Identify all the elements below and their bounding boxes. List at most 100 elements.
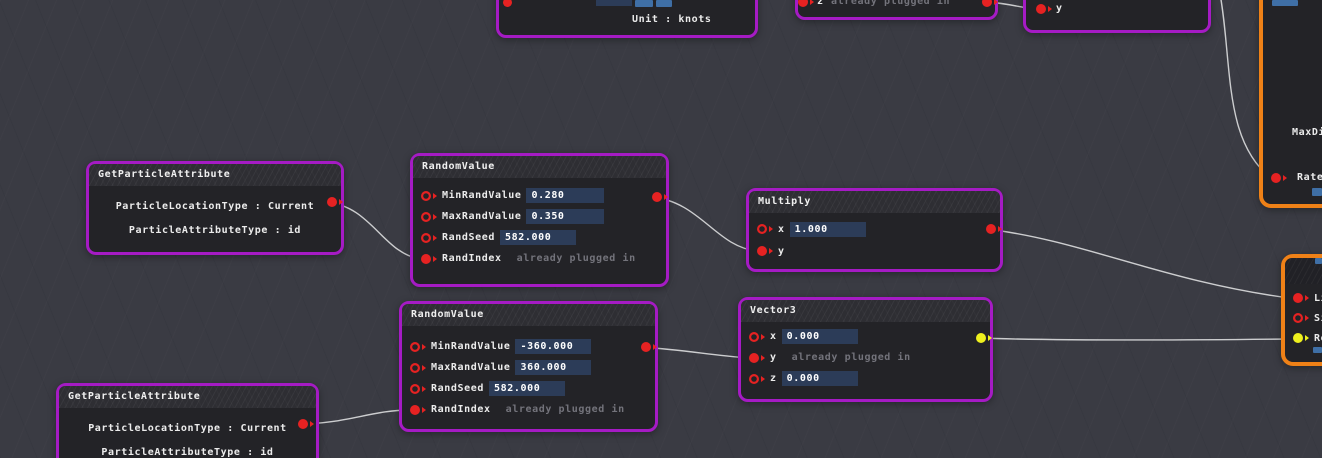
- button-fragment[interactable]: [1312, 188, 1322, 196]
- already-plugged-note: already plugged in: [516, 253, 636, 264]
- row-randseed: RandSeed 582.000: [413, 227, 666, 248]
- input-port-lifetime[interactable]: [1293, 293, 1309, 303]
- input-port-minrandvalue[interactable]: [410, 342, 426, 352]
- node-title[interactable]: RandomValue: [413, 156, 666, 178]
- input-port-x[interactable]: [757, 224, 773, 234]
- input-port-y[interactable]: [757, 246, 773, 256]
- row-x: x 1.000: [749, 218, 1000, 240]
- input-port-rotation[interactable]: [1293, 333, 1309, 343]
- node-randomvalue-top[interactable]: RandomValue MinRandValue 0.280 MaxRandVa…: [410, 153, 669, 287]
- node-emitter-top-partial[interactable]: MaxDis Rate: [1259, 0, 1322, 208]
- row-label: MaxRandValue: [431, 362, 511, 373]
- wire-multiply.output-to-emitter-bottom.Lif: [985, 228, 1290, 299]
- value-field[interactable]: 0.350: [526, 209, 605, 224]
- row-label: z: [770, 373, 777, 384]
- particle-attribute-type-row: ParticleAttributeType : id: [101, 447, 274, 458]
- input-port-z[interactable]: [798, 0, 814, 7]
- node-randomvalue-bottom[interactable]: RandomValue MinRandValue -360.000 MaxRan…: [399, 301, 658, 432]
- row-label: z: [817, 0, 824, 7]
- wire-vector3.output-to-emitter-bottom.Rot: [975, 337, 1290, 341]
- row-label: Lif: [1314, 292, 1322, 304]
- value-field[interactable]: 0.280: [526, 188, 605, 203]
- maxdistance-label: MaxDis: [1292, 127, 1322, 138]
- node-unit-partial[interactable]: Unit : knots: [496, 0, 758, 38]
- row-label: y: [770, 352, 777, 363]
- row-rotation: Rot: [1285, 328, 1322, 348]
- input-port-randindex[interactable]: [410, 404, 426, 415]
- already-plugged-note: already plugged in: [831, 0, 951, 7]
- node-title[interactable]: Vector3: [741, 300, 990, 322]
- input-port-z[interactable]: [749, 374, 765, 384]
- node-vector3[interactable]: Vector3 x 0.000 y already plugged in z 0…: [738, 297, 993, 402]
- input-port-maxrandvalue[interactable]: [421, 212, 437, 222]
- value-field[interactable]: 582.000: [499, 230, 576, 245]
- node-getparticleattribute-top[interactable]: GetParticleAttribute ParticleLocationTyp…: [86, 161, 344, 255]
- row-maxrandvalue: MaxRandValue 0.350: [413, 206, 666, 227]
- row-minrandvalue: MinRandValue -360.000: [402, 336, 655, 357]
- value-field[interactable]: 0.000: [781, 371, 858, 386]
- button-fragment[interactable]: [1313, 347, 1322, 353]
- input-port-randindex[interactable]: [421, 253, 437, 264]
- node-emitter-bottom-partial[interactable]: Lif Siz Rot: [1281, 254, 1322, 366]
- output-port[interactable]: [298, 419, 314, 429]
- input-port[interactable]: [503, 0, 512, 7]
- input-port-minrandvalue[interactable]: [421, 191, 437, 201]
- row-randseed: RandSeed 582.000: [402, 378, 655, 399]
- node-title[interactable]: GetParticleAttribute: [89, 164, 341, 186]
- row-label: RandSeed: [431, 383, 484, 394]
- row-lifetime: Lif: [1285, 288, 1322, 308]
- node-multiply[interactable]: Multiply x 1.000 y: [746, 188, 1003, 272]
- value-field[interactable]: 582.000: [488, 381, 565, 396]
- output-port[interactable]: [986, 224, 1002, 234]
- row-label: Rot: [1314, 332, 1322, 344]
- particle-location-type-row: ParticleLocationType : Current: [115, 201, 315, 212]
- rate-label: Rate: [1297, 172, 1322, 183]
- row-label: RandSeed: [442, 232, 495, 243]
- output-port[interactable]: [652, 192, 668, 202]
- input-port-y[interactable]: [749, 352, 765, 363]
- value-field[interactable]: 1.000: [789, 221, 866, 237]
- input-port-size[interactable]: [1293, 313, 1309, 323]
- node-y-partial[interactable]: y: [1023, 0, 1211, 33]
- already-plugged-note: already plugged in: [505, 404, 625, 415]
- node-plugged-partial[interactable]: z already plugged in: [795, 0, 998, 20]
- value-field[interactable]: -360.000: [515, 339, 592, 354]
- node-getparticleattribute-bottom[interactable]: GetParticleAttribute ParticleLocationTyp…: [56, 383, 319, 458]
- value-field[interactable]: 360.000: [515, 360, 592, 375]
- input-port-x[interactable]: [749, 332, 765, 342]
- output-port[interactable]: [327, 197, 343, 207]
- value-field-fragment[interactable]: [596, 0, 632, 6]
- output-port[interactable]: [982, 0, 998, 7]
- row-minrandvalue: MinRandValue 0.280: [413, 185, 666, 206]
- row-maxrandvalue: MaxRandValue 360.000: [402, 357, 655, 378]
- row-randindex: RandIndex already plugged in: [402, 399, 655, 420]
- row-label: Siz: [1314, 312, 1322, 324]
- button-fragment[interactable]: [635, 0, 653, 7]
- row-z: z 0.000: [741, 368, 990, 389]
- row-label: x: [778, 223, 785, 235]
- row-randindex: RandIndex already plugged in: [413, 248, 666, 269]
- output-port[interactable]: [976, 333, 992, 343]
- button-fragment[interactable]: [1315, 258, 1322, 264]
- node-title[interactable]: Multiply: [749, 191, 1000, 213]
- input-port-randseed[interactable]: [421, 233, 437, 243]
- row-y: y: [749, 240, 1000, 262]
- node-title[interactable]: GetParticleAttribute: [59, 386, 316, 408]
- node-title[interactable]: RandomValue: [402, 304, 655, 326]
- row-label: RandIndex: [442, 253, 502, 264]
- button-fragment[interactable]: [1272, 0, 1298, 6]
- button-fragment[interactable]: [656, 0, 672, 7]
- row-size: Siz: [1285, 308, 1322, 328]
- input-port-randseed[interactable]: [410, 384, 426, 394]
- row-label: MinRandValue: [442, 190, 522, 201]
- value-field[interactable]: 0.000: [781, 329, 858, 344]
- input-port-maxrandvalue[interactable]: [410, 363, 426, 373]
- output-port[interactable]: [641, 342, 657, 352]
- row-label: MinRandValue: [431, 341, 511, 352]
- row-label: y: [1056, 3, 1063, 14]
- input-port-y[interactable]: [1036, 4, 1052, 14]
- particle-attribute-type-row: ParticleAttributeType : id: [128, 225, 302, 236]
- input-port-rate[interactable]: [1271, 173, 1287, 183]
- particle-location-type-row: ParticleLocationType : Current: [88, 423, 287, 434]
